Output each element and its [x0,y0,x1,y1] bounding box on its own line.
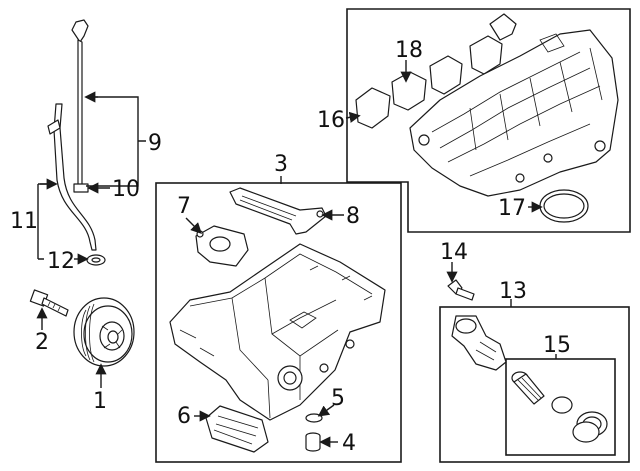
callout-7: 7 [177,194,191,219]
callout-15: 15 [543,333,571,358]
intake-manifold-group-box [346,8,631,233]
callout-16: 16 [317,108,345,133]
oil-drain-plug [305,432,321,452]
callout-18: 18 [395,38,423,63]
oil-filter-group-box [439,306,630,463]
drain-plug-washer [305,413,323,423]
oil-filter-element-box [505,358,616,456]
oil-pump-pickup-gasket [195,225,249,267]
leader-lines [36,60,557,448]
callout-10: 10 [112,177,140,202]
callout-2: 2 [35,330,49,355]
callout-4: 4 [342,431,356,456]
callout-5: 5 [331,386,345,411]
oil-filter-element [511,371,608,443]
callout-3: 3 [274,152,288,177]
dipstick-tube [47,103,97,251]
crankshaft-pulley-bolt [29,289,69,317]
callout-8: 8 [346,204,360,229]
oil-pan-gasket [205,405,269,453]
callout-11: 11 [10,209,38,234]
oil-filter-adapter [451,315,507,371]
oil-pan-group-box [155,182,402,463]
crankshaft-pulley [73,297,135,367]
intake-manifold [409,29,619,197]
callout-9: 9 [148,131,162,156]
oil-pan-baffle [229,187,327,235]
oil-filter-adapter-bolt [447,279,475,301]
oil-pan [169,243,386,421]
callout-12: 12 [47,249,75,274]
callout-14: 14 [440,240,468,265]
callout-17: 17 [498,196,526,221]
callout-1: 1 [93,389,107,414]
callout-13: 13 [499,279,527,304]
oil-dipstick [71,19,89,193]
callout-6: 6 [177,404,191,429]
